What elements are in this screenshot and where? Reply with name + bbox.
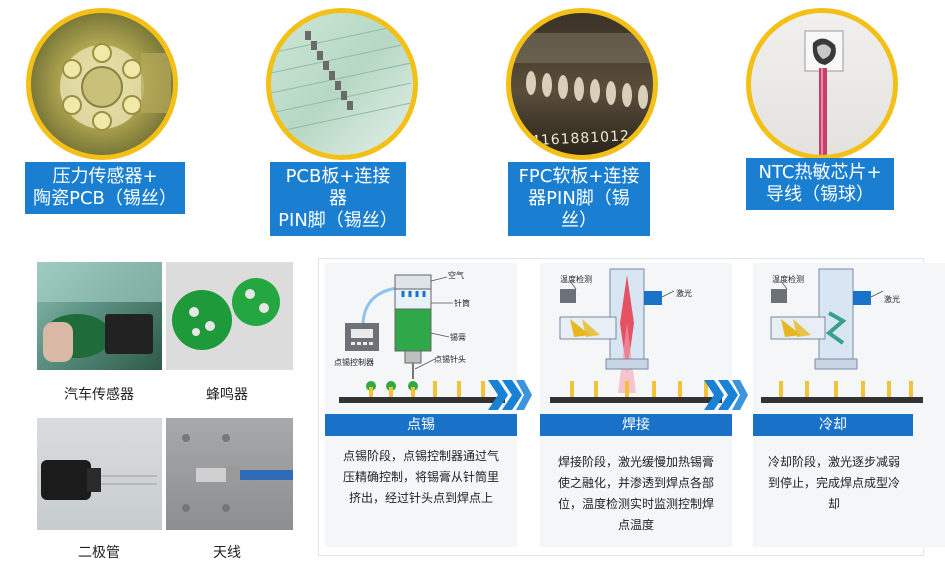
automotive-sensor-photo xyxy=(37,262,162,370)
label-temp-detect-2: 温度检测 xyxy=(560,275,592,284)
caption-automotive-sensor: 汽车传感器 xyxy=(64,387,134,403)
process-arrow-1 xyxy=(488,380,532,410)
label-temp-detect-3: 温度检测 xyxy=(772,275,804,284)
cooling-diagram xyxy=(761,268,923,403)
label-syringe: 针筒 xyxy=(454,299,470,308)
label-needle: 点锡针头 xyxy=(434,355,466,364)
buzzer-photo xyxy=(166,262,293,370)
pressure-sensor-circle-photo xyxy=(26,8,178,160)
label-laser-3: 激光 xyxy=(884,295,900,304)
top-label-fpc-connector: FPC软板+连接 器PIN脚（锡丝） xyxy=(508,162,650,236)
ntc-chip-illustration xyxy=(804,30,844,155)
fpc-connector-circle-photo: 14161881012 xyxy=(506,8,658,160)
caption-buzzer: 蜂鸣器 xyxy=(206,387,248,403)
antenna-illustration xyxy=(182,434,293,512)
caption-antenna: 天线 xyxy=(213,545,241,561)
step-title-dispense: 点锡 xyxy=(325,414,517,436)
step-title-cooling: 冷却 xyxy=(753,414,913,436)
step-desc-cooling: 冷却阶段，激光逐步减弱到停止，完成焊点成型冷却 xyxy=(768,455,901,511)
top-label-pcb-connector: PCB板+连接器 PIN脚（锡丝） xyxy=(270,162,406,236)
top-label-ntc-chip: NTC热敏芯片+ 导线（锡球） xyxy=(746,158,894,210)
process-arrow-2 xyxy=(704,380,748,410)
pcb-connector-circle-photo xyxy=(266,8,418,160)
fpc-pins-illustration xyxy=(511,33,653,109)
step-desc-welding: 焊接阶段，激光缓慢加热锡膏使之融化，并渗透到焊点各部位，温度检测实时监测控制焊点… xyxy=(557,455,714,532)
diode-photo xyxy=(37,418,162,530)
ntc-chip-circle-photo xyxy=(746,8,898,160)
label-laser-2: 激光 xyxy=(676,289,692,298)
dispense-diagram xyxy=(339,274,505,403)
buzzer-illustration xyxy=(172,278,280,350)
step-title-welding: 焊接 xyxy=(540,414,732,436)
label-solder-paste: 锡膏 xyxy=(450,333,466,342)
label-controller: 点锡控制器 xyxy=(334,358,374,367)
welding-diagram xyxy=(550,268,722,403)
antenna-photo xyxy=(166,418,293,530)
ceramic-pcb-illustration xyxy=(60,43,171,131)
label-air: 空气 xyxy=(448,271,464,280)
diode-illustration xyxy=(41,460,157,500)
step-desc-dispense: 点锡阶段，点锡控制器通过气压精确控制，将锡膏从针筒里挤出，经过针头点到焊点上 xyxy=(342,449,499,505)
automotive-sensor-illustration xyxy=(37,262,162,362)
caption-diode: 二极管 xyxy=(78,545,120,561)
top-label-pressure-sensor: 压力传感器+ 陶瓷PCB（锡丝） xyxy=(25,162,185,214)
pcb-pins-illustration xyxy=(271,22,412,134)
